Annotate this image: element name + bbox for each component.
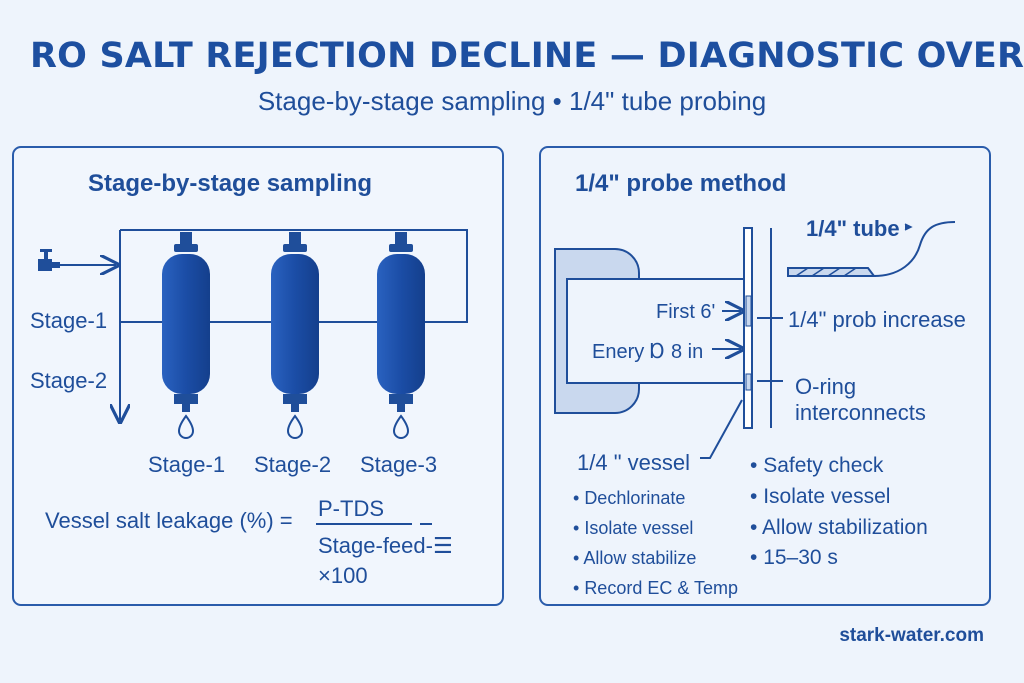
first-label: First 6' [656,301,716,323]
footer-site[interactable]: stark-water.com [839,625,984,646]
side-label-stage-1: Stage-1 [30,308,108,333]
vessel-icon [162,232,210,412]
left-step-3: Allow stabilize [573,548,696,569]
formula-lhs: Vessel salt leakage (%) = [45,508,293,533]
fraction-bar-tail [420,523,432,525]
formula-multiplier: ×100 [318,563,368,588]
vessel-icon [377,232,425,412]
vessel-icon [271,232,319,412]
every-label: Enery Ɒ 8 in [592,341,704,363]
stage-sampling-title: Stage-by-stage sampling [88,170,373,197]
vessel-label-stage-2: Stage-2 [254,452,332,477]
left-step-2: Isolate vessel [573,518,693,539]
page-title: RO SALT REJECTION DECLINE — DIAGNOSTIC O… [30,36,1024,76]
oring-label: O-ring interconnects [795,374,926,425]
vessel-label: 1/4 " vessel [577,450,690,475]
probe-method-title: 1/4" probe method [575,170,787,197]
page-subtitle: Stage-by-stage sampling • 1/4" tube prob… [257,86,767,116]
right-step-1: Safety check [750,454,883,478]
probe-method-panel [539,146,991,606]
drop-icon [177,414,195,439]
tube-label: 1/4" tube [806,216,900,241]
vessel-label-stage-1: Stage-1 [148,452,226,477]
right-step-3: Allow stabilization [750,516,928,540]
formula-denominator: Stage-feed-☰ [318,533,453,558]
drop-icon [392,414,410,439]
left-step-4: Record EC & Temp [573,578,738,599]
probe-increase-label: 1/4" prob increase [788,307,966,332]
drop-icon [286,414,304,439]
fraction-bar [316,523,412,525]
formula-numerator: P-TDS [318,496,384,521]
right-step-2: Isolate vessel [750,485,890,509]
right-step-4: 15–30 s [750,546,838,570]
side-label-stage-2: Stage-2 [30,368,108,393]
left-step-1: Dechlorinate [573,488,685,509]
vessel-label-stage-3: Stage-3 [360,452,438,477]
faucet-icon [38,249,60,271]
